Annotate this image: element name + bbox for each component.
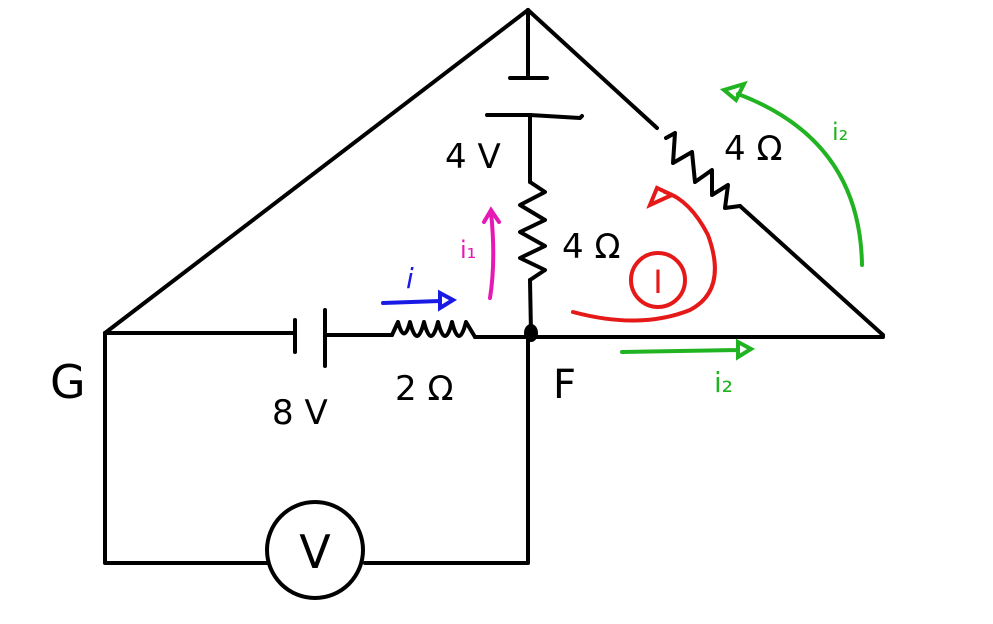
current-i1-label: i₁ [460,236,476,264]
battery-left-label: 8 V [272,393,328,433]
battery-top-long-plate [485,113,584,120]
current-i2-right-arrow [719,80,864,267]
current-i1-arrow [482,206,501,300]
wires [103,8,885,565]
resistor-left [390,320,477,339]
current-i2-bottom-arrow [620,338,756,361]
loop-label: I [653,263,662,301]
loop-arrow [571,185,717,323]
node-f-label: F [553,362,576,408]
current-i2-bottom-label: i₂ [714,366,733,399]
loop-circle [629,251,687,309]
wire-right-diagonal-bottom [738,204,885,337]
resistor-middle [518,180,547,282]
resistor-right [664,131,742,210]
current-i-arrow [381,289,458,312]
wire-right-diagonal-top [526,8,659,130]
voltmeter-circle[interactable] [265,500,365,600]
node-f-dot [524,324,538,342]
current-i-label: i [406,262,414,295]
wire-g-vertical [103,331,270,565]
node-g-label: G [50,355,86,409]
voltmeter-label: V [299,525,331,579]
wire-f-vertical [363,331,530,565]
battery-top-label: 4 V [445,137,501,177]
current-i2-right-label: i₂ [832,118,848,146]
wire-left-diagonal [103,8,530,335]
resistor-left-label: 2 Ω [395,369,453,409]
resistor-middle-label: 4 Ω [562,227,620,267]
resistor-right-label: 4 Ω [724,129,782,169]
